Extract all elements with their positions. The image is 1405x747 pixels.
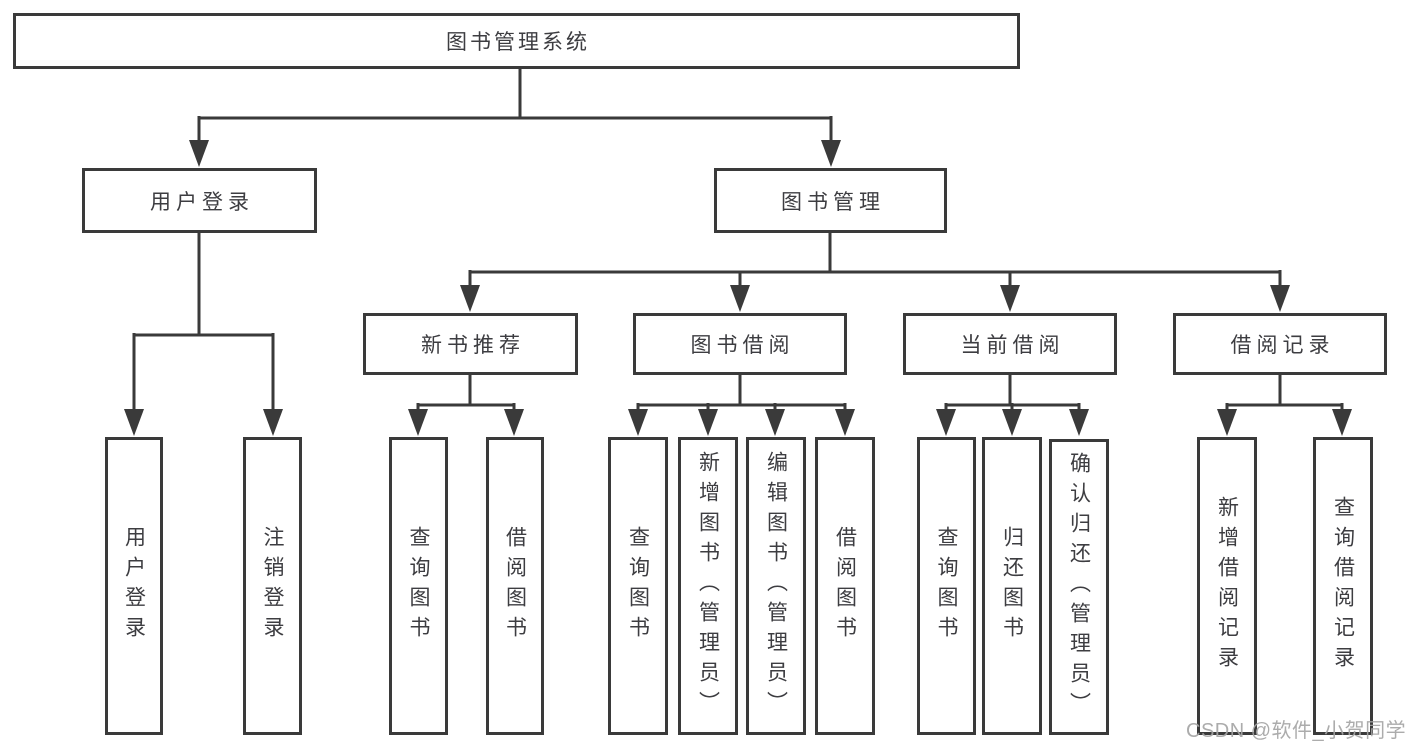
node-label: 注销登录 (261, 526, 284, 646)
leaf-add-borrow-record: 新增借阅记录 (1197, 437, 1257, 735)
node-label: 用户登录 (122, 526, 146, 646)
node-label: 图书管理 (781, 190, 885, 214)
node-label: 归还图书 (1000, 526, 1024, 646)
node-label: 新增借阅记录 (1215, 496, 1239, 676)
node-label: 借阅记录 (1230, 334, 1335, 357)
node-label: 新书推荐 (421, 334, 525, 357)
leaf-borrow-books-recommend: 借阅图书 (486, 437, 544, 735)
node-label: 借阅图书 (833, 526, 857, 646)
node-label: 图书管理系统 (446, 31, 590, 54)
leaf-logout: 注销登录 (243, 437, 302, 735)
node-label: 用户登录 (150, 190, 254, 214)
node-book-management: 图书管理 (714, 168, 947, 233)
connector-book-borrow-to-leaves (628, 373, 855, 436)
node-label: 新增图书（管理员） (696, 451, 720, 721)
node-book-borrow: 图书借阅 (633, 313, 847, 375)
node-borrow-records: 借阅记录 (1173, 313, 1387, 375)
node-library-system: 图书管理系统 (13, 13, 1020, 69)
leaf-confirm-return-admin: 确认归还（管理员） (1049, 439, 1109, 735)
connector-user-login-to-leaves (124, 231, 283, 436)
connector-book-management-to-level2 (460, 231, 1290, 312)
csdn-watermark: CSDN @软件_小贺同学 (1186, 720, 1405, 742)
node-label: 确认归还（管理员） (1067, 452, 1091, 722)
node-user-login: 用户登录 (82, 168, 317, 233)
node-label: 查询借阅记录 (1331, 496, 1355, 676)
node-label: 编辑图书（管理员） (764, 451, 788, 721)
connector-root-to-level1 (189, 68, 841, 167)
node-new-book-recommend: 新书推荐 (363, 313, 578, 375)
leaf-edit-book-admin: 编辑图书（管理员） (746, 437, 806, 735)
node-label: 查询图书 (626, 526, 650, 646)
connector-borrow-records-to-leaves (1217, 373, 1352, 436)
leaf-query-borrow-record: 查询借阅记录 (1313, 437, 1373, 735)
leaf-return-books: 归还图书 (982, 437, 1042, 735)
node-label: 借阅图书 (503, 526, 527, 646)
leaf-query-books-current: 查询图书 (917, 437, 976, 735)
node-label: 当前借阅 (960, 334, 1065, 357)
node-label: 查询图书 (407, 526, 430, 646)
leaf-add-book-admin: 新增图书（管理员） (678, 437, 738, 735)
leaf-query-books-borrow: 查询图书 (608, 437, 668, 735)
node-label: 图书借阅 (690, 334, 795, 357)
connector-current-borrow-to-leaves (936, 373, 1089, 436)
node-label: 查询图书 (935, 526, 958, 646)
leaf-query-books-recommend: 查询图书 (389, 437, 448, 735)
node-current-borrow: 当前借阅 (903, 313, 1117, 375)
connector-new-book-to-leaves (408, 373, 524, 436)
leaf-user-login: 用户登录 (105, 437, 163, 735)
leaf-borrow-books: 借阅图书 (815, 437, 875, 735)
